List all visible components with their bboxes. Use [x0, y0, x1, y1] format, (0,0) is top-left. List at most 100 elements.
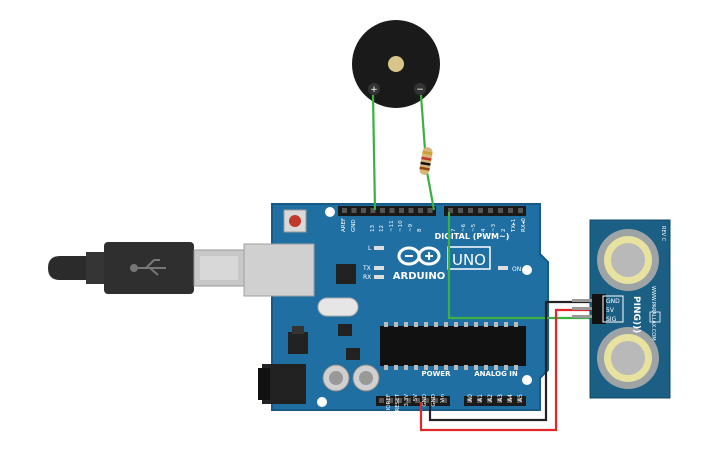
- chip-pin: [474, 322, 478, 327]
- arduino-logo: [397, 246, 441, 266]
- pin-hole[interactable]: [468, 208, 473, 213]
- pin-hole[interactable]: [507, 398, 512, 403]
- led-l: [374, 246, 384, 250]
- pin-hole[interactable]: [518, 208, 523, 213]
- sensor-name: PING))): [631, 296, 641, 333]
- pin-hole[interactable]: [418, 208, 423, 213]
- digital-pin-label: 7: [451, 228, 457, 232]
- power-pin-label: 3.3V: [404, 394, 410, 407]
- chip-pin: [454, 322, 458, 327]
- chip-pin: [424, 322, 428, 327]
- sensor-pin-5v: 5V: [606, 307, 615, 314]
- pin-hole[interactable]: [424, 398, 429, 403]
- pin-hole[interactable]: [388, 398, 393, 403]
- chip-pin: [384, 365, 388, 370]
- digital-pin-label: ~3: [491, 223, 497, 232]
- led-l-label: L: [368, 245, 372, 252]
- pin-hole[interactable]: [517, 398, 522, 403]
- digital-pin-label: 4: [481, 228, 487, 232]
- chip-pin: [414, 365, 418, 370]
- pin-hole[interactable]: [408, 208, 414, 213]
- pin-hole[interactable]: [497, 398, 502, 403]
- power-pin-label: IOREF: [386, 394, 392, 410]
- chip-pin: [394, 322, 398, 327]
- pin-hole[interactable]: [406, 398, 411, 403]
- digital-pin-label: 12: [379, 225, 385, 232]
- digital-pin-label: RX◂0: [521, 218, 527, 232]
- pin-hole[interactable]: [487, 398, 492, 403]
- digital-pin-label: 8: [417, 228, 423, 232]
- chip-pin: [464, 322, 468, 327]
- chip-pin: [504, 365, 508, 370]
- brand-text: ARDUINO: [393, 271, 445, 282]
- analog-pin-label: A5: [517, 394, 524, 402]
- pin-hole[interactable]: [427, 208, 433, 213]
- piezo-buzzer: + −: [352, 20, 440, 108]
- led-on: [498, 266, 508, 270]
- pin-hole[interactable]: [498, 208, 503, 213]
- pin-hole[interactable]: [477, 398, 482, 403]
- pin-hole[interactable]: [351, 208, 357, 213]
- digital-pin-label: 13: [370, 225, 376, 232]
- wires: [371, 94, 592, 432]
- digital-pin-label: 2: [501, 229, 507, 233]
- resistor: [419, 147, 433, 175]
- crystal: [317, 297, 359, 317]
- pin-hole[interactable]: [415, 398, 420, 403]
- pin-hole[interactable]: [397, 398, 402, 403]
- chip-pin: [444, 365, 448, 370]
- sensor-pin-sig: SIG: [606, 316, 617, 323]
- chip-pin: [434, 322, 438, 327]
- chip-pin: [484, 365, 488, 370]
- pin-hole[interactable]: [488, 208, 493, 213]
- chip-pin: [404, 365, 408, 370]
- pin-hole[interactable]: [508, 208, 513, 213]
- power-pin-label: GND: [422, 394, 428, 407]
- sensor-pin-gnd: GND: [606, 298, 620, 305]
- power-header: [376, 396, 450, 406]
- pin-hole[interactable]: [433, 398, 438, 403]
- chip-pin: [514, 322, 518, 327]
- pin-hole[interactable]: [361, 208, 366, 213]
- chip-pin: [494, 322, 498, 327]
- sensor-rev: REV C: [660, 226, 666, 242]
- pin-hole[interactable]: [467, 398, 472, 403]
- pin-hole[interactable]: [458, 208, 463, 213]
- ping-sensor: GND 5V SIG PING))) WWW.PARALLAX.COM REV …: [572, 219, 671, 399]
- digital-pin-label: GND: [351, 219, 357, 232]
- pin-hole[interactable]: [379, 398, 384, 403]
- usb-cable: [48, 242, 245, 294]
- chip-pin: [414, 322, 418, 327]
- analog-pin-label: A3: [497, 394, 504, 402]
- analog-header-label: ANALOG IN: [474, 370, 518, 378]
- analog-pin-label: A2: [487, 394, 494, 402]
- chip-pin: [394, 365, 398, 370]
- chip-pin: [454, 365, 458, 370]
- model-text: UNO: [452, 251, 486, 269]
- pin-hole[interactable]: [448, 208, 453, 213]
- pin-hole[interactable]: [370, 208, 376, 213]
- pin-hole[interactable]: [380, 208, 385, 213]
- power-pin-label: Vin: [440, 393, 446, 402]
- digital-pin-label: ~11: [389, 220, 395, 232]
- pin-hole[interactable]: [399, 208, 404, 213]
- wire-buzzer-plus: [371, 94, 377, 211]
- pin-hole[interactable]: [389, 208, 395, 213]
- pin-hole[interactable]: [442, 398, 447, 403]
- digital-pin-label: TX▸1: [511, 219, 517, 233]
- pin-hole[interactable]: [478, 208, 483, 213]
- atmega-chip: [380, 326, 526, 366]
- led-rx: [374, 275, 384, 279]
- power-pin-label: RESET: [395, 393, 401, 411]
- wire-gnd: [428, 300, 592, 422]
- led-on-label: ON: [512, 266, 521, 273]
- chip-pin: [514, 365, 518, 370]
- digital-header-label: DIGITAL (PWM~): [435, 232, 510, 241]
- pin-hole[interactable]: [342, 208, 347, 213]
- chip-pin: [484, 322, 488, 327]
- analog-header: [464, 396, 526, 406]
- analog-pin-label: A0: [467, 394, 474, 402]
- sensor-url: WWW.PARALLAX.COM: [650, 286, 656, 341]
